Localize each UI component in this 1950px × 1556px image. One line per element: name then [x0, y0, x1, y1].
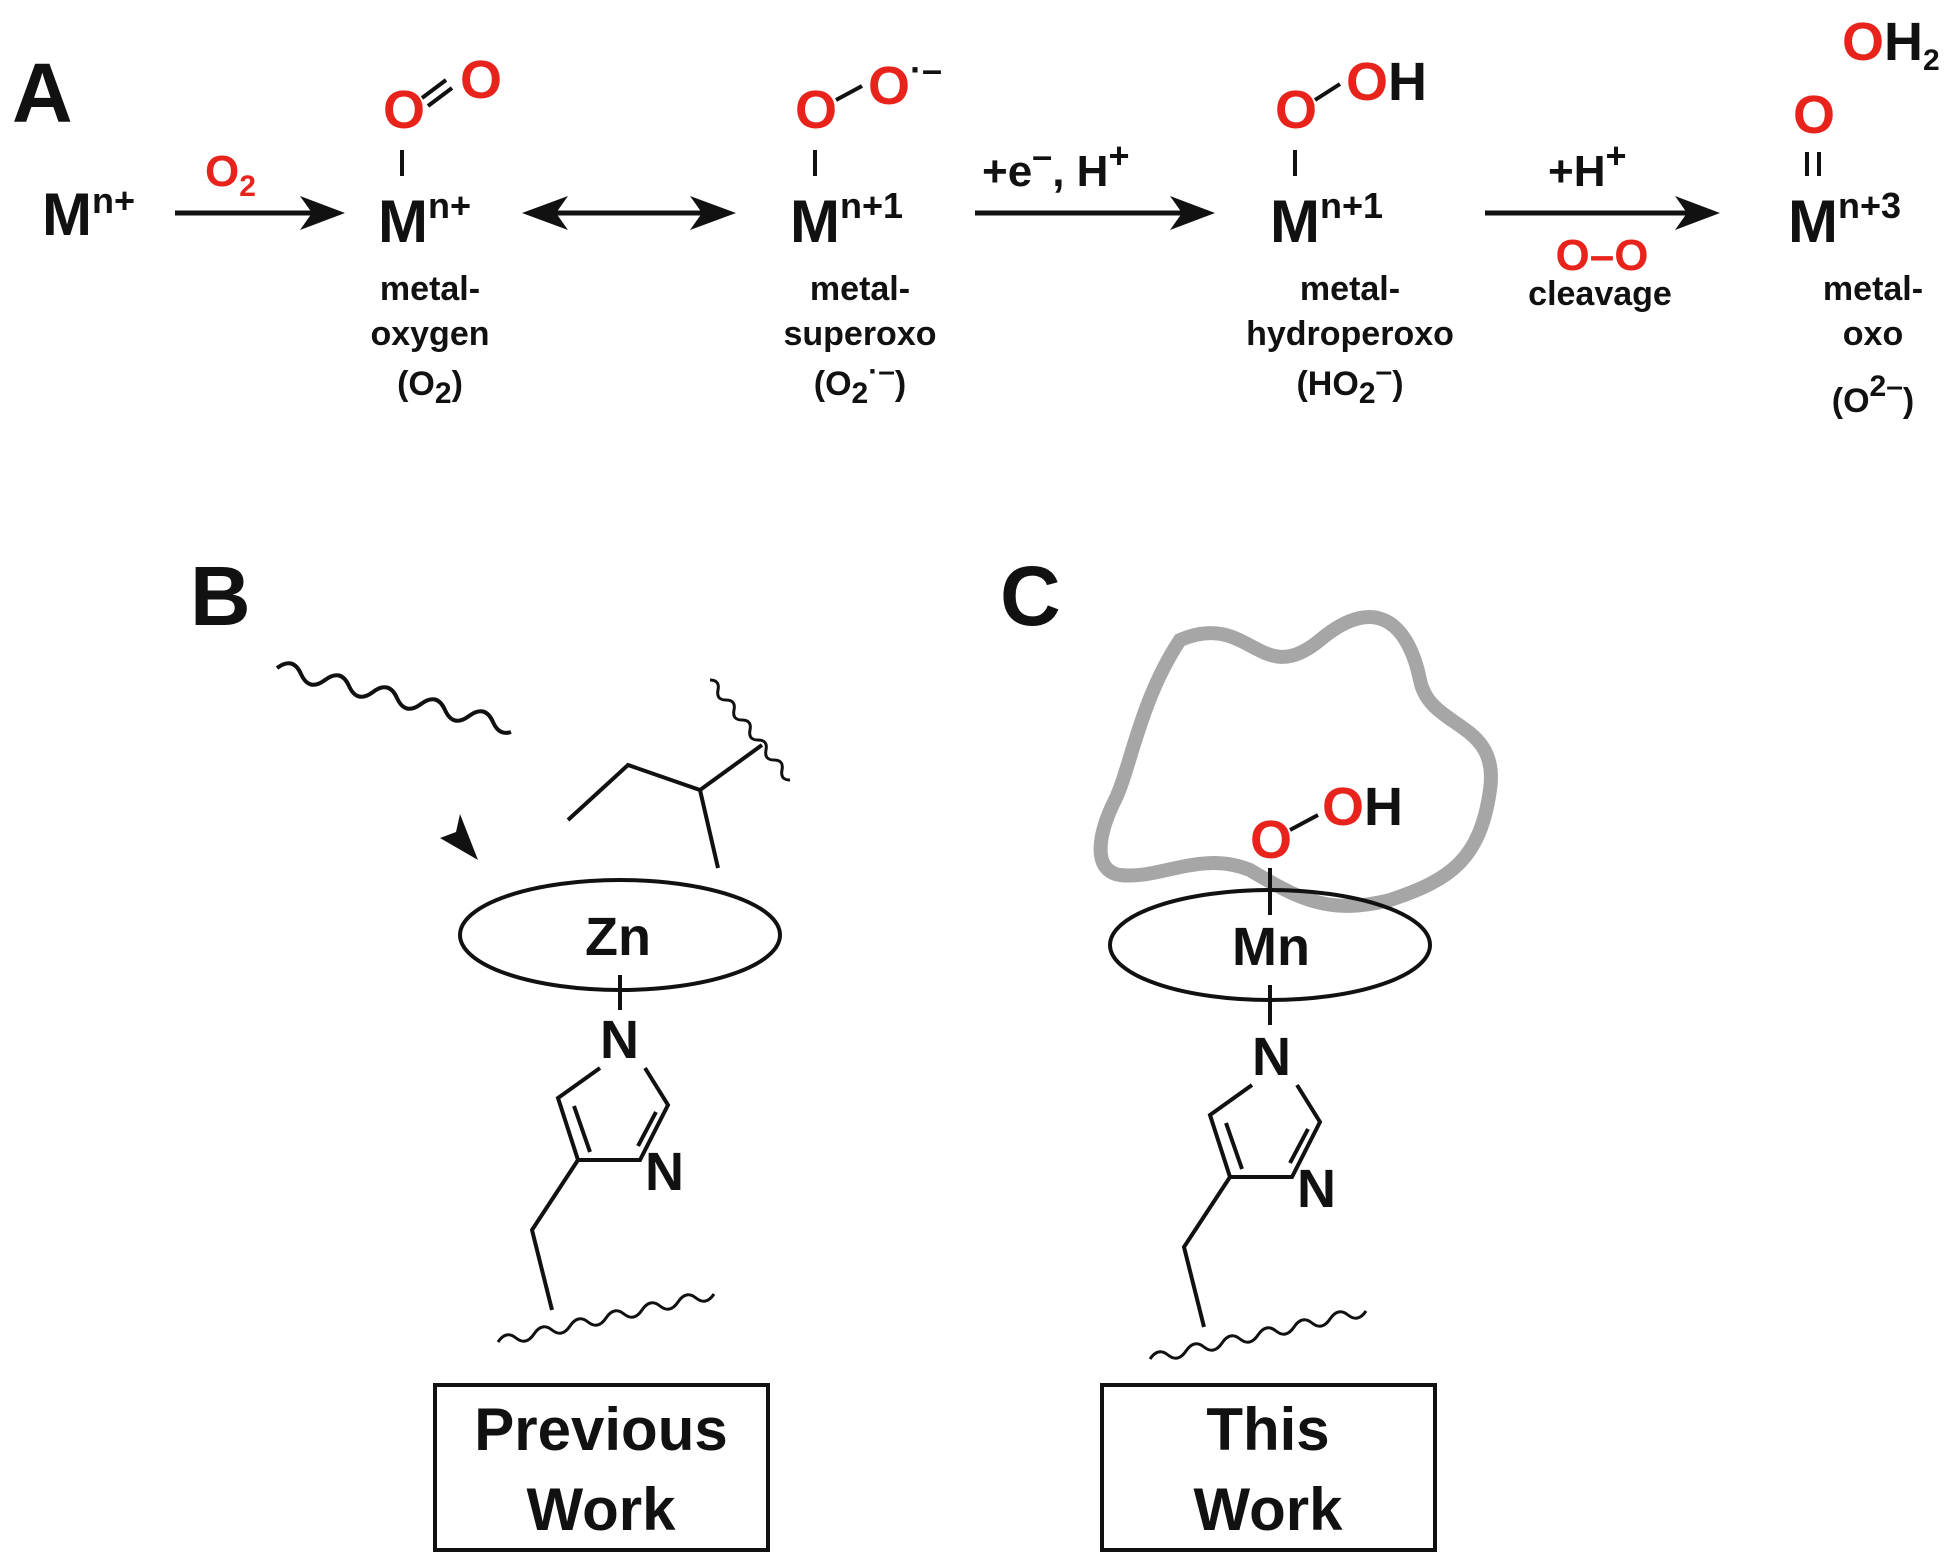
sidechain-skeleton: [566, 743, 764, 822]
step1-reagent: O2: [205, 147, 256, 203]
panel-b-ring-double-bond: [572, 1105, 592, 1153]
light-wavy-arrow: [275, 661, 512, 735]
step3-arrowhead: [1170, 196, 1215, 230]
species1-formula: (O2): [397, 365, 463, 410]
resonance-arrowhead-left: [522, 196, 568, 230]
species2-label-line1: metal-: [810, 270, 910, 308]
panel-b-backbone-wavy: [496, 1293, 716, 1343]
species3-label-line2: hydroperoxo: [1246, 315, 1454, 353]
resonance-arrowhead-right: [690, 196, 736, 230]
panel-c-n3: N: [1297, 1159, 1336, 1219]
species1-metal: Mn+: [378, 185, 471, 255]
species2-metal: Mn+1: [790, 185, 903, 255]
species2-formula: (O2·–): [814, 355, 906, 410]
panel-b-imidazole-ring: [555, 1066, 671, 1162]
panel-b-label: B: [190, 549, 251, 643]
protein-cage: [1093, 610, 1498, 913]
species3-label-line1: metal-: [1300, 270, 1400, 308]
panel-b-backbone: [529, 1158, 580, 1311]
species4-formula: (O2–): [1832, 370, 1914, 420]
species2-o2: O·–: [868, 49, 942, 116]
species3-metal: Mn+1: [1270, 185, 1383, 255]
step3-reagent: +e–, H+: [982, 135, 1129, 196]
previous-work-line2: Work: [527, 1476, 677, 1543]
species3-o-o-bond: [1313, 82, 1342, 102]
panel-b-n1: N: [600, 1010, 639, 1070]
step4-arrowhead: [1675, 196, 1720, 230]
panel-c-label: C: [1000, 549, 1061, 643]
this-work-box: [1100, 1383, 1437, 1552]
panel-b-n3: N: [645, 1142, 684, 1202]
species4-o1: O: [1793, 85, 1835, 145]
panel-c-backbone-wavy: [1148, 1310, 1368, 1360]
species3-oh: OH: [1346, 52, 1427, 112]
species2-label-line2: superoxo: [783, 315, 936, 353]
panel-c-n1: N: [1252, 1027, 1291, 1087]
panel-c-metal: Mn: [1232, 917, 1310, 977]
step1-arrowhead: [300, 196, 345, 230]
species1-double-bond-a: [420, 78, 448, 100]
species1-label-line1: metal-: [380, 270, 480, 308]
species1-o2: O: [460, 50, 502, 110]
previous-work-box: [433, 1383, 770, 1552]
species2-o-o-bond: [835, 84, 863, 102]
species3-formula: (HO2–): [1296, 355, 1403, 410]
this-work-line1: This: [1206, 1396, 1329, 1463]
panel-b-ring-double-bond-2: [636, 1111, 658, 1147]
panel-b-metal: Zn: [585, 907, 651, 967]
panel-c-backbone: [1181, 1175, 1232, 1328]
species2-o1: O: [795, 80, 837, 140]
species4-label-line1: metal-: [1823, 270, 1923, 308]
panel-c-ring-double-bond: [1224, 1122, 1244, 1170]
panel-a-label: A: [12, 46, 73, 140]
step4-reagent: +H+: [1548, 135, 1627, 196]
panel-c-ring-double-bond-2: [1288, 1128, 1310, 1164]
sidechain-wavy-end: [709, 678, 791, 782]
species4-label-line2: oxo: [1843, 315, 1903, 353]
species1-o1: O: [383, 80, 425, 140]
panel-c-o1: O: [1250, 810, 1292, 870]
previous-work-line1: Previous: [474, 1396, 727, 1463]
species1-label-line2: oxygen: [370, 315, 489, 353]
start-metal: Mn+: [42, 180, 135, 248]
species4-water: OH2: [1842, 12, 1940, 77]
step4-bond-break-label: cleavage: [1528, 275, 1672, 313]
light-arrowhead: [440, 814, 478, 860]
species4-metal: Mn+3: [1788, 185, 1901, 255]
panel-c-oh: OH: [1322, 777, 1403, 837]
sidechain-branch: [698, 789, 720, 869]
species1-double-bond-b: [426, 86, 454, 108]
step4-bond-break: O–O: [1556, 231, 1649, 280]
panel-c-imidazole-ring: [1207, 1083, 1323, 1179]
panel-c-o-o-bond: [1289, 813, 1319, 832]
species3-o1: O: [1275, 80, 1317, 140]
this-work-line2: Work: [1194, 1476, 1344, 1543]
